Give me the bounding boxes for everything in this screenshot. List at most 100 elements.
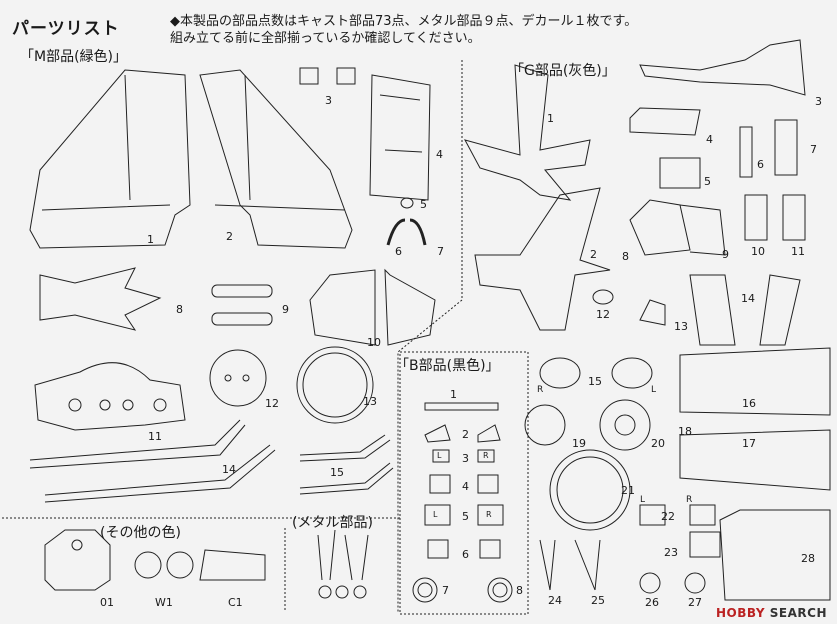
label-01: 01 (100, 596, 114, 609)
label-g3: 3 (815, 95, 822, 108)
label-g1: 1 (547, 112, 554, 125)
watermark-brand: HOBBY (716, 606, 766, 620)
g5-part (659, 157, 701, 189)
g20-fan (599, 399, 651, 451)
label-g21: 21 (621, 484, 635, 497)
label-b6: 6 (462, 548, 469, 561)
b1-part (424, 402, 499, 411)
label-m1: 1 (147, 233, 154, 246)
g13-part (639, 299, 666, 326)
label-g14: 14 (741, 292, 755, 305)
label-b5-l: L (433, 510, 438, 519)
g26-wheel (639, 572, 661, 594)
parts-count-note: ◆本製品の部品点数はキャスト部品73点、メタル部品９点、デカール１枚です。 組み… (170, 13, 637, 47)
label-m14: 14 (222, 463, 236, 476)
g27-wheel (684, 572, 706, 594)
label-g19: 19 (572, 437, 586, 450)
metal-wheel (318, 585, 332, 599)
b8-ring (487, 577, 513, 603)
g24-strut (539, 539, 556, 591)
label-m6: 6 (395, 245, 402, 258)
label-b2: 2 (462, 428, 469, 441)
g6-part (739, 126, 753, 178)
label-g22-l: L (640, 495, 646, 505)
label-c1: C1 (228, 596, 243, 609)
note-line-1: ◆本製品の部品点数はキャスト部品73点、メタル部品９点、デカール１枚です。 (170, 14, 638, 29)
label-g23: 23 (664, 546, 678, 559)
label-g16: 16 (742, 397, 756, 410)
label-g22: 22 (661, 510, 675, 523)
label-g9: 9 (722, 248, 729, 261)
label-m2: 2 (226, 230, 233, 243)
label-m3: 3 (325, 94, 332, 107)
label-m5: 5 (420, 198, 427, 211)
label-b3-r: R (483, 451, 489, 460)
b6-part (427, 539, 449, 559)
label-g8: 8 (622, 250, 629, 263)
label-m12: 12 (265, 397, 279, 410)
label-g22-r: R (686, 495, 693, 505)
g23-part (689, 531, 721, 558)
section-metal: (メタル部品) (292, 515, 373, 531)
label-g15-r: R (537, 385, 544, 395)
label-m9: 9 (282, 303, 289, 316)
m10-part (309, 269, 376, 346)
hobby-search-watermark: HOBBY SEARCH (716, 606, 827, 620)
label-g5: 5 (704, 175, 711, 188)
label-g28: 28 (801, 552, 815, 565)
label-g26: 26 (645, 596, 659, 609)
label-w1: W1 (155, 596, 173, 609)
g8-part (629, 199, 691, 256)
g22-part (639, 504, 666, 526)
m14-rail (29, 419, 246, 469)
label-m8: 8 (176, 303, 183, 316)
label-m4: 4 (436, 148, 443, 161)
g25-strut (574, 539, 601, 591)
label-b3-l: L (437, 451, 442, 460)
g16-part (679, 347, 831, 416)
label-m11: 11 (148, 430, 162, 443)
label-b5: 5 (462, 510, 469, 523)
label-b8: 8 (516, 584, 523, 597)
label-g15: 15 (588, 375, 602, 388)
label-g25: 25 (591, 594, 605, 607)
g21-ring (549, 449, 631, 531)
section-other-colors: (その他の色) (100, 525, 181, 541)
label-g12: 12 (596, 308, 610, 321)
section-g-gray: 「G部品(灰色)」 (510, 63, 616, 79)
label-g2: 2 (590, 248, 597, 261)
g4-part (629, 107, 701, 136)
label-g6: 6 (757, 158, 764, 171)
b2-part (424, 424, 451, 443)
metal-struts (317, 529, 369, 581)
label-g4: 4 (706, 133, 713, 146)
b5-part (424, 504, 451, 526)
label-m7: 7 (437, 245, 444, 258)
m13-ring (296, 346, 374, 424)
b7-ring (412, 577, 438, 603)
label-g20: 20 (651, 437, 665, 450)
g3-tail (639, 39, 806, 96)
g12-part (592, 289, 614, 305)
label-b4: 4 (462, 480, 469, 493)
label-g27: 27 (688, 596, 702, 609)
label-g11: 11 (791, 245, 805, 258)
section-m-green: 「M部品(緑色)」 (20, 49, 128, 65)
g1-fuselage (464, 64, 591, 201)
label-g24: 24 (548, 594, 562, 607)
m1-wing (29, 69, 191, 249)
m8-fuselage (39, 267, 162, 331)
label-m10: 10 (367, 336, 381, 349)
g14-part (689, 274, 736, 346)
g10-part (744, 194, 768, 241)
part-01 (44, 529, 111, 591)
label-g10: 10 (751, 245, 765, 258)
label-b3: 3 (462, 452, 469, 465)
m9-part (211, 284, 273, 298)
note-line-2: 組み立てる前に全部揃っているか確認してください。 (170, 31, 481, 46)
label-b7: 7 (442, 584, 449, 597)
label-g18: 18 (678, 425, 692, 438)
divider-m-g (397, 60, 463, 612)
part-w1-wheel (134, 551, 162, 579)
